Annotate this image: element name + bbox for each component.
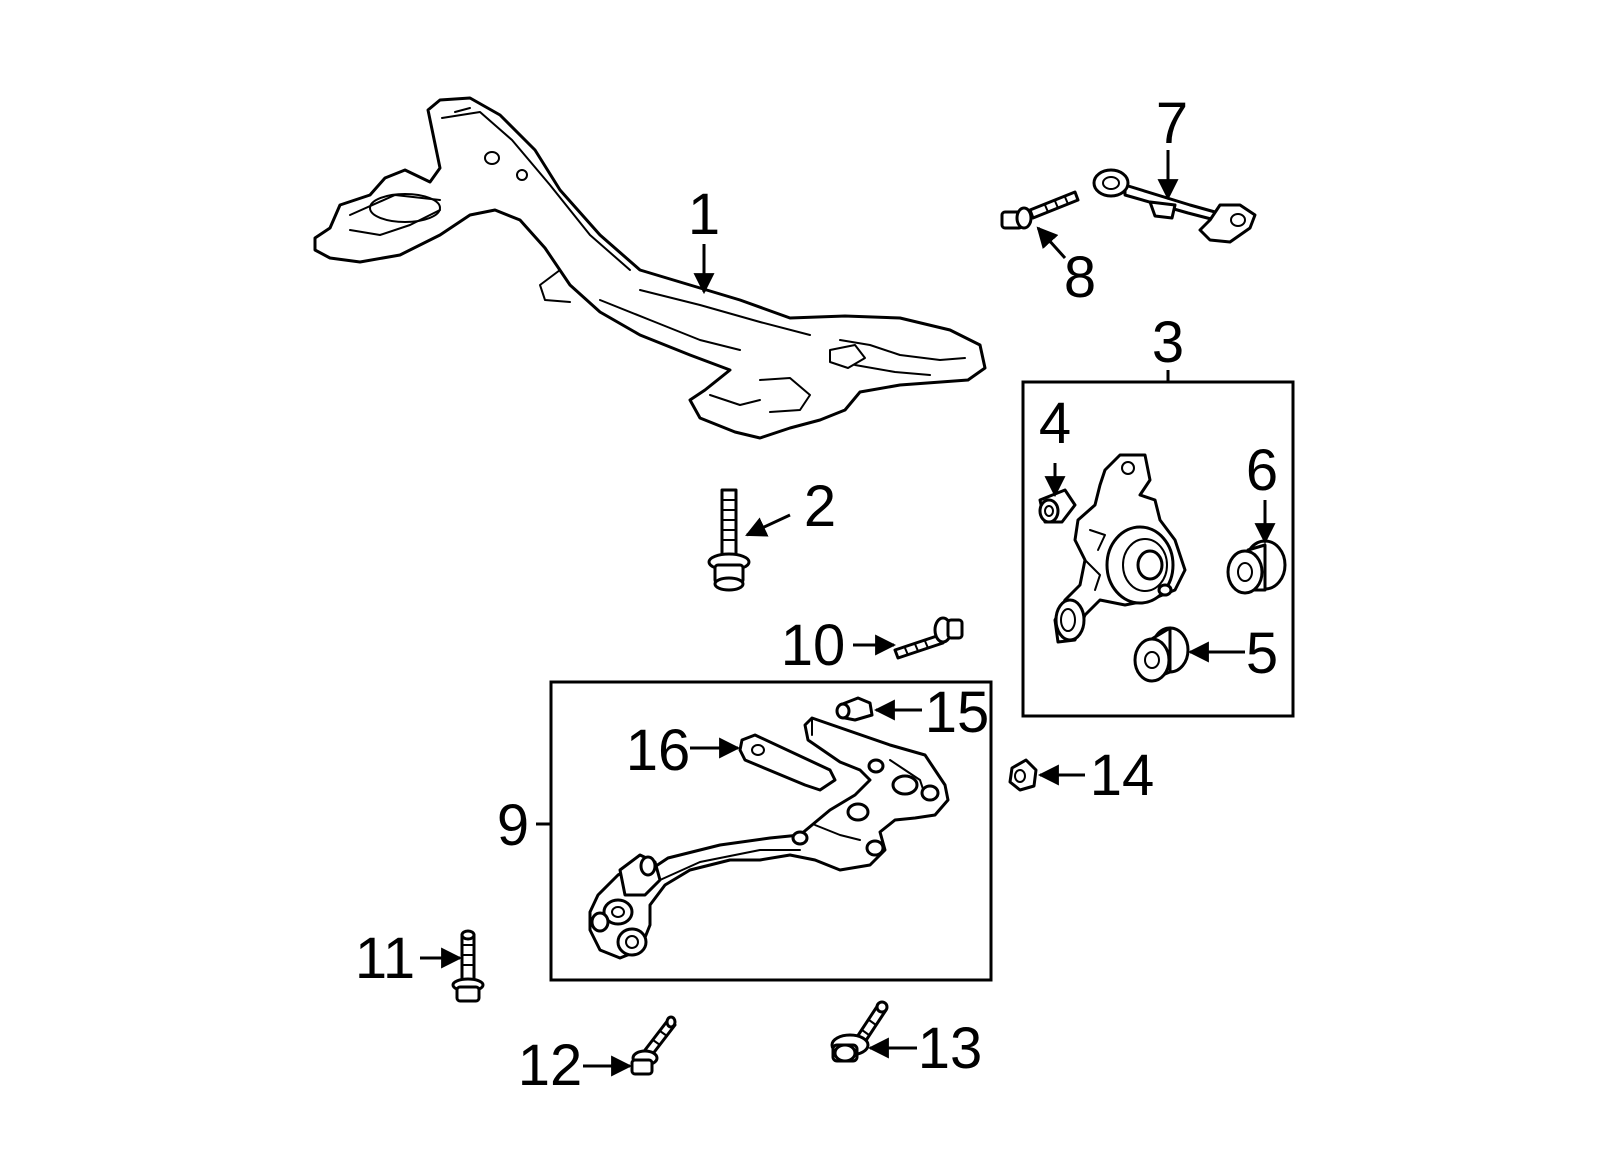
part-3-box — [1021, 380, 1295, 718]
callout-2: 2 — [804, 474, 836, 539]
part-4-bushing[interactable] — [1038, 488, 1077, 524]
part-7-link[interactable] — [1092, 168, 1257, 244]
callout-8: 8 — [1064, 245, 1096, 310]
part-16-plate[interactable] — [738, 733, 837, 792]
callout-12: 12 — [518, 1033, 583, 1098]
part-9-box — [549, 680, 993, 982]
callout-15: 15 — [925, 680, 990, 745]
part-9-trailing-arm[interactable] — [588, 716, 950, 960]
part-5-bushing[interactable] — [1133, 626, 1190, 683]
part-2-bolt[interactable] — [707, 488, 751, 592]
callout-5: 5 — [1246, 621, 1278, 686]
part-14-nut[interactable] — [1008, 758, 1038, 792]
callout-13: 13 — [918, 1016, 983, 1081]
callout-6: 6 — [1246, 438, 1278, 503]
part-8-bolt[interactable] — [1000, 190, 1080, 230]
part-15-nut[interactable] — [835, 696, 874, 722]
part-13-bolt[interactable] — [830, 1000, 889, 1063]
callout-7: 7 — [1156, 91, 1188, 156]
callout-11: 11 — [355, 926, 415, 991]
callout-labels: 1 2 3 4 5 6 7 8 9 10 11 12 13 14 15 16 — [355, 91, 1278, 1098]
leader-arrows — [420, 150, 1276, 1077]
callout-16: 16 — [626, 718, 691, 783]
part-3-knuckle[interactable] — [1053, 453, 1187, 644]
callout-4: 4 — [1039, 391, 1071, 456]
part-12-bolt[interactable] — [630, 1015, 677, 1076]
part-11-bolt[interactable] — [451, 929, 485, 1003]
callout-14: 14 — [1090, 743, 1155, 808]
part-10-bolt[interactable] — [893, 616, 964, 660]
callout-3: 3 — [1152, 310, 1184, 375]
part-1-subframe[interactable] — [313, 96, 987, 440]
callout-9: 9 — [497, 793, 529, 858]
part-6-bushing[interactable] — [1226, 539, 1287, 595]
callout-10: 10 — [781, 613, 846, 678]
callout-1: 1 — [688, 182, 720, 247]
